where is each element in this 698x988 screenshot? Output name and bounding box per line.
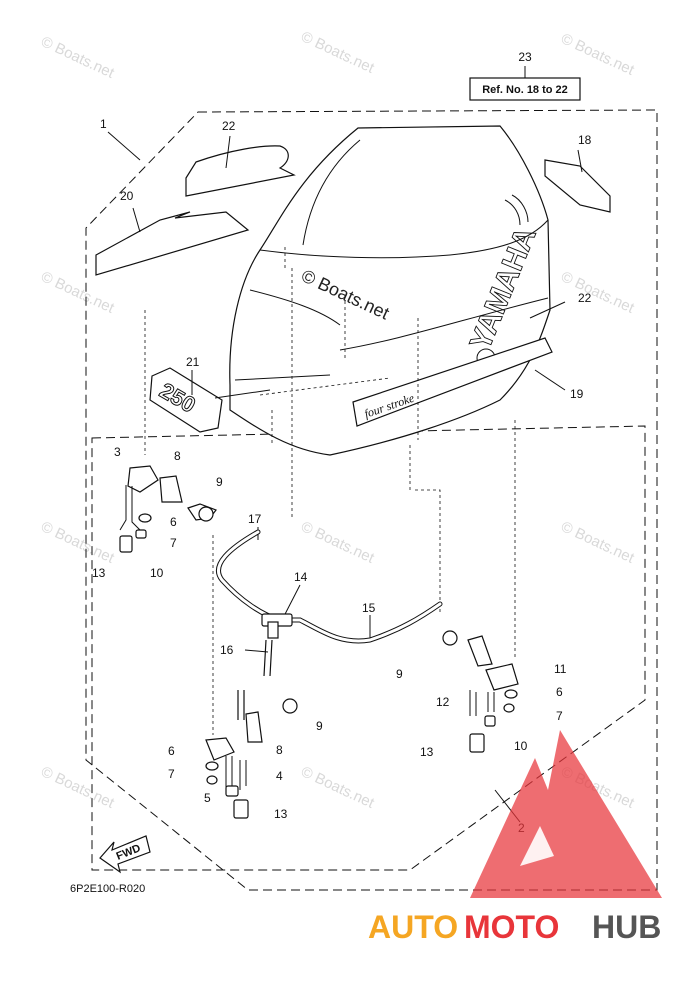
watermark: © Boats.net xyxy=(298,518,377,567)
callout-8: 8 xyxy=(174,449,181,463)
logo-text-hub: HUB xyxy=(592,909,661,945)
callout-13: 13 xyxy=(92,566,106,580)
bracket-right xyxy=(442,630,519,753)
callout-7: 7 xyxy=(170,536,177,550)
callout-10: 10 xyxy=(514,739,528,753)
callout-12: 12 xyxy=(436,695,450,709)
callout-20: 20 xyxy=(120,189,134,203)
watermark: © Boats.net xyxy=(38,763,117,812)
logo-triangle xyxy=(470,730,662,898)
cowling-assembly-boundary xyxy=(85,109,658,891)
callout-13: 13 xyxy=(420,745,434,759)
callout-4: 4 xyxy=(276,769,283,783)
watermark: © Boats.net xyxy=(298,763,377,812)
decal-22-top xyxy=(185,145,296,197)
callout-9: 9 xyxy=(396,667,403,681)
hose-15-17-inner xyxy=(216,530,442,643)
watermark: © Boats.net xyxy=(558,30,637,79)
watermark: © Boats.net xyxy=(558,268,637,317)
decal-20 xyxy=(95,211,250,276)
ref-box-text: Ref. No. 18 to 22 xyxy=(482,84,568,96)
callout-5: 5 xyxy=(204,791,211,805)
callout-21: 21 xyxy=(186,355,200,369)
ref-box: Ref. No. 18 to 22 xyxy=(469,66,581,101)
callouts: 23 1 22 18 20 22 21 19 3 8 9 6 7 13 10 1… xyxy=(92,50,592,835)
watermark: © Boats.net xyxy=(38,33,117,82)
watermark: © Boats.net xyxy=(558,518,637,567)
callout-6: 6 xyxy=(556,685,563,699)
automotohub-logo: AUTO MOTO HUB xyxy=(368,730,662,945)
watermark: © Boats.net xyxy=(38,518,117,567)
callout-18: 18 xyxy=(578,133,592,147)
callout-6: 6 xyxy=(168,744,175,758)
callout-9: 9 xyxy=(316,719,323,733)
decal-18 xyxy=(544,159,611,213)
callout-13: 13 xyxy=(274,807,288,821)
hose-16 xyxy=(237,639,273,720)
logo-text-moto: MOTO xyxy=(464,909,559,945)
bracket-left-upper xyxy=(119,465,217,553)
callout-10: 10 xyxy=(150,566,164,580)
callout-19: 19 xyxy=(570,387,584,401)
joint-14 xyxy=(261,613,293,639)
guide-lines xyxy=(144,245,516,735)
callout-22: 22 xyxy=(578,291,592,305)
watermark: © Boats.net xyxy=(38,268,117,317)
callout-7: 7 xyxy=(556,709,563,723)
callout-6: 6 xyxy=(170,515,177,529)
fwd-arrow: FWD xyxy=(99,835,151,874)
callout-3: 3 xyxy=(114,445,121,459)
callout-1: 1 xyxy=(100,117,107,131)
callout-7: 7 xyxy=(168,767,175,781)
callout-9: 9 xyxy=(216,475,223,489)
diagram-code: 6P2E100-R020 xyxy=(70,883,145,895)
callout-11: 11 xyxy=(554,662,567,676)
callout-8: 8 xyxy=(276,743,283,757)
watermark: © Boats.net xyxy=(298,28,377,77)
decal-21: 250 xyxy=(149,367,223,433)
callout-23: 23 xyxy=(518,50,532,64)
callout-17: 17 xyxy=(248,512,262,526)
callout-14: 14 xyxy=(294,570,308,584)
callout-22: 22 xyxy=(222,119,236,133)
logo-text-auto: AUTO xyxy=(368,909,458,945)
callout-15: 15 xyxy=(362,601,376,615)
callout-16: 16 xyxy=(220,643,234,657)
bracket-left-lower xyxy=(205,698,298,819)
